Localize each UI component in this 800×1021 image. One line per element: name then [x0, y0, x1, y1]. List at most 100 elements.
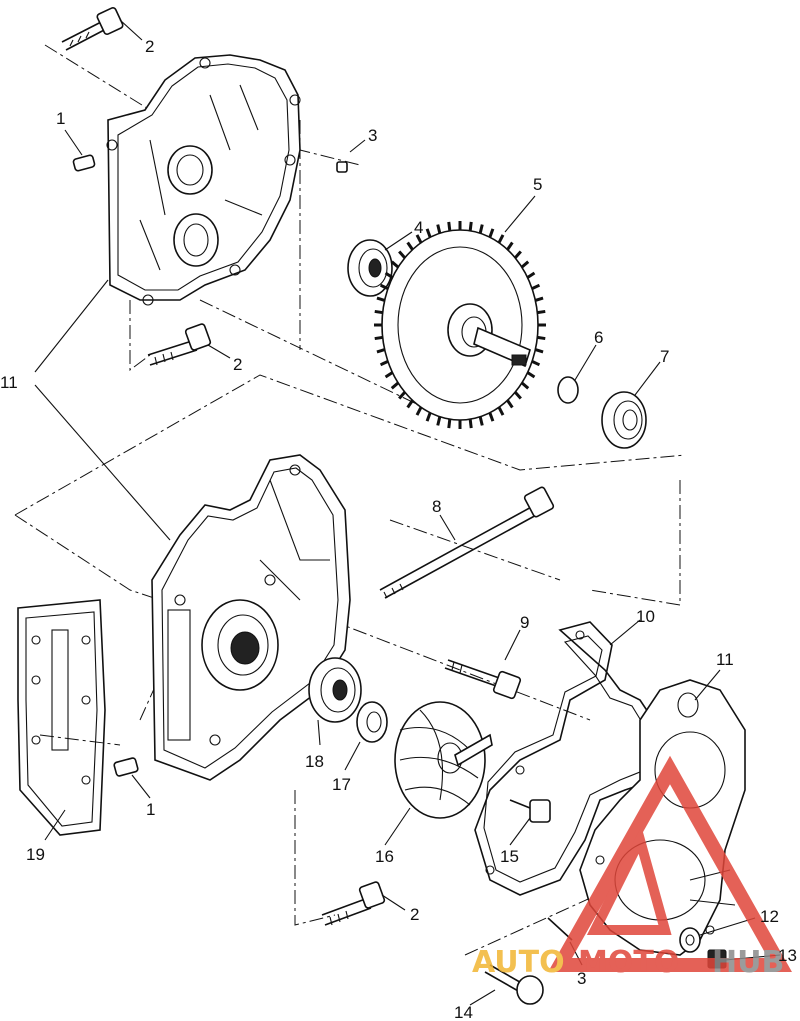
bearing-7	[601, 391, 647, 449]
gear-tooth	[526, 271, 536, 279]
gear-tooth	[534, 296, 544, 302]
gear-tooth	[537, 309, 546, 315]
gear-tooth	[406, 241, 414, 251]
bolt-2-top	[61, 6, 124, 51]
gear-tooth	[447, 221, 452, 231]
dowel-pin-bottom	[113, 757, 139, 777]
callout-15: 15	[500, 847, 519, 866]
callout-2-mid: 2	[233, 355, 242, 374]
gear-tooth	[526, 371, 536, 379]
bolt-9	[444, 659, 522, 700]
gear-tooth	[379, 359, 389, 367]
gear-tooth	[488, 412, 495, 422]
callout-14: 14	[454, 1003, 473, 1021]
callout-19: 19	[26, 845, 45, 864]
gear-tooth	[537, 335, 546, 341]
gear-tooth	[384, 371, 394, 379]
gear-tooth	[514, 250, 522, 259]
gear-tooth	[531, 359, 541, 367]
ring-6	[557, 376, 579, 404]
gear-tooth	[376, 296, 386, 302]
gear-tooth	[497, 406, 505, 416]
gear-tooth	[497, 234, 505, 244]
gear-tooth	[425, 228, 432, 238]
callout-5: 5	[533, 175, 542, 194]
bearing-18	[308, 657, 362, 723]
gear-tooth	[390, 381, 400, 390]
callout-16: 16	[375, 847, 394, 866]
callout-10: 10	[636, 607, 655, 626]
gear-tooth	[478, 416, 484, 426]
callout-9: 9	[520, 613, 529, 632]
callout-2-bottom: 2	[410, 905, 419, 924]
leader-lines	[34, 19, 781, 1006]
gear-tooth	[447, 419, 452, 429]
bolt-15	[509, 799, 551, 823]
gear-tooth	[379, 283, 389, 291]
callout-1-bottom: 1	[146, 800, 155, 819]
bolt-14	[484, 964, 544, 1005]
gear-tooth	[406, 399, 414, 409]
impeller-16	[394, 701, 493, 819]
gear-tooth	[436, 224, 442, 234]
gear-tooth	[534, 348, 544, 354]
gear-tooth	[376, 348, 386, 354]
callout-12: 12	[760, 907, 779, 926]
gear-tooth	[468, 419, 473, 429]
watermark-triangle-inner	[586, 826, 672, 935]
gear-tooth	[488, 228, 495, 238]
callout-11-left: 11	[0, 373, 18, 392]
callout-17: 17	[332, 775, 351, 794]
watermark-triangle-outer	[548, 755, 792, 972]
callout-7: 7	[660, 347, 669, 366]
lower-housing	[151, 454, 351, 781]
callout-numbers: 1 2 3 4 5 2 6 7 11 8 9 10 11 18 17 1 19 …	[0, 37, 797, 1021]
watermark-text-moto: MOTO	[578, 945, 679, 980]
assembly-dash-lines	[14, 44, 691, 956]
bearing-4	[347, 239, 393, 297]
watermark-text-hub: HUB	[712, 945, 784, 980]
callout-3-bottom: 3	[577, 969, 586, 988]
gear-tooth	[436, 416, 442, 426]
gear-tooth	[415, 406, 423, 416]
washer-17	[356, 701, 388, 743]
watermark-text-auto: AUTO	[472, 945, 565, 980]
gear-tooth	[514, 391, 522, 400]
gear-tooth	[398, 391, 406, 400]
gear-tooth	[374, 309, 383, 315]
gear-tooth	[384, 271, 394, 279]
gear-tooth	[520, 381, 530, 390]
gear-tooth	[390, 260, 400, 269]
upper-housing-cover	[106, 54, 301, 306]
bolt-2-bottom	[321, 881, 386, 926]
callout-8: 8	[432, 497, 441, 516]
gear-tooth	[520, 260, 530, 269]
gear-tooth	[398, 250, 406, 259]
gear-tooth	[506, 241, 514, 251]
bolt-2-mid	[147, 323, 212, 366]
pin-3-top	[336, 161, 348, 173]
long-bolt-8	[379, 486, 555, 599]
gear-5	[374, 221, 546, 429]
callout-11-right: 11	[716, 650, 734, 669]
callout-4: 4	[414, 218, 423, 237]
gear-tooth	[425, 412, 432, 422]
gear-tooth	[415, 234, 423, 244]
callout-6: 6	[594, 328, 603, 347]
callout-2-top: 2	[145, 37, 154, 56]
callout-18: 18	[305, 752, 324, 771]
gear-tooth	[468, 221, 473, 231]
washer-12	[679, 927, 701, 953]
pin-3-bottom	[547, 917, 573, 941]
callout-1-top: 1	[56, 109, 65, 128]
gear-tooth	[478, 224, 484, 234]
gasket-19	[17, 599, 106, 836]
watermark-logo: AUTO MOTO HUB	[472, 755, 792, 980]
gear-tooth	[374, 335, 383, 341]
gear-tooth	[506, 399, 514, 409]
gear-tooth	[531, 283, 541, 291]
callout-3-top: 3	[368, 126, 377, 145]
dowel-pin-top	[72, 154, 96, 172]
